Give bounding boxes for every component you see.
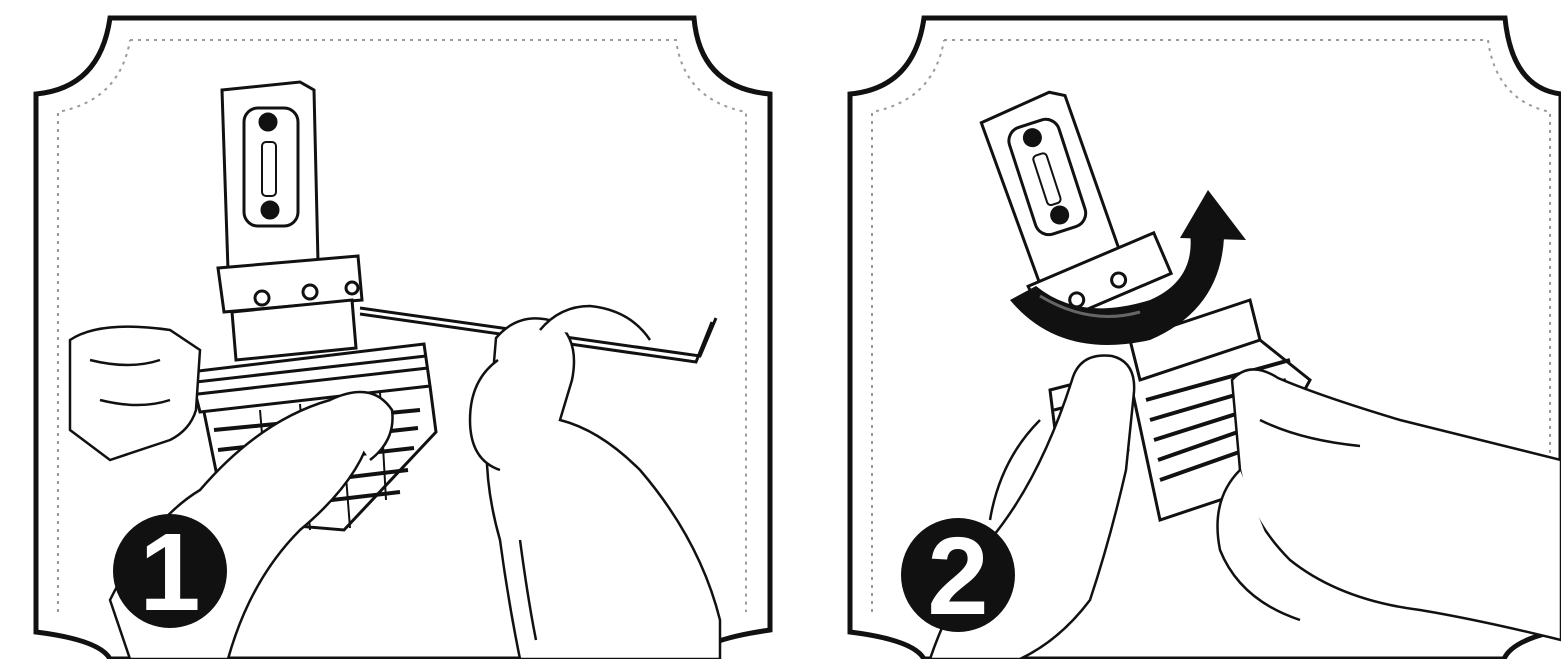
step-1-number: 1 xyxy=(139,511,200,634)
panel-1: 1 xyxy=(36,18,770,659)
step-2-number: 2 xyxy=(927,515,988,638)
panel-2: 2 xyxy=(850,18,1561,659)
